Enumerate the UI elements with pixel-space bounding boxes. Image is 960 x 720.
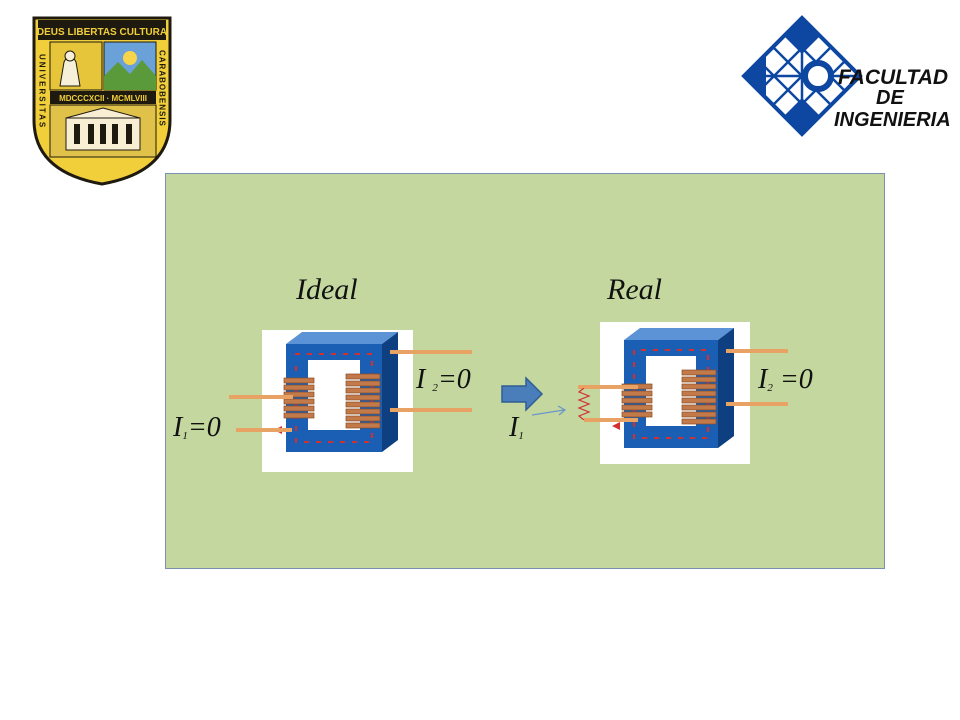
university-seal-logo: DEUS LIBERTAS CULTURA MDCCCXCII · MCMLVI… <box>32 16 172 186</box>
seal-motto: DEUS LIBERTAS CULTURA <box>37 27 167 38</box>
faculty-line3: INGENIERIA <box>834 109 950 131</box>
real-primary-lead-bottom <box>584 418 638 422</box>
ideal-primary-current: I1=0 <box>173 412 221 443</box>
real-primary-current: I1 <box>509 412 524 443</box>
real-title: Real <box>607 273 662 306</box>
ideal-primary-lead-bottom <box>236 428 292 432</box>
faculty-line2: DE <box>876 87 904 109</box>
ideal-secondary-lead-top <box>390 350 472 354</box>
seal-right-text: CARABOBENSIS <box>158 50 167 127</box>
current-direction-arrow-icon <box>531 405 567 416</box>
faculty-engineering-logo: FACULTAD DE INGENIERIA <box>741 15 950 137</box>
seal-left-text: UNIVERSITAS <box>38 54 47 129</box>
ideal-secondary-current: I 2=0 <box>416 364 471 395</box>
real-secondary-lead-top <box>726 349 788 353</box>
real-secondary-lead-bottom <box>726 402 788 406</box>
ideal-title: Ideal <box>296 273 358 306</box>
seal-years: MDCCCXCII · MCMLVIII <box>59 94 147 103</box>
real-secondary-current: I2 =0 <box>758 364 813 395</box>
ideal-primary-lead-top <box>229 395 293 399</box>
faculty-line1: FACULTAD <box>838 66 948 89</box>
resistor-icon <box>577 388 591 420</box>
real-primary-lead-top <box>578 385 638 389</box>
ideal-transformer-image <box>262 330 413 472</box>
ideal-secondary-lead-bottom <box>390 408 472 412</box>
transition-arrow-icon <box>501 376 544 412</box>
diagram-panel <box>165 173 885 569</box>
real-transformer-image <box>600 322 750 464</box>
